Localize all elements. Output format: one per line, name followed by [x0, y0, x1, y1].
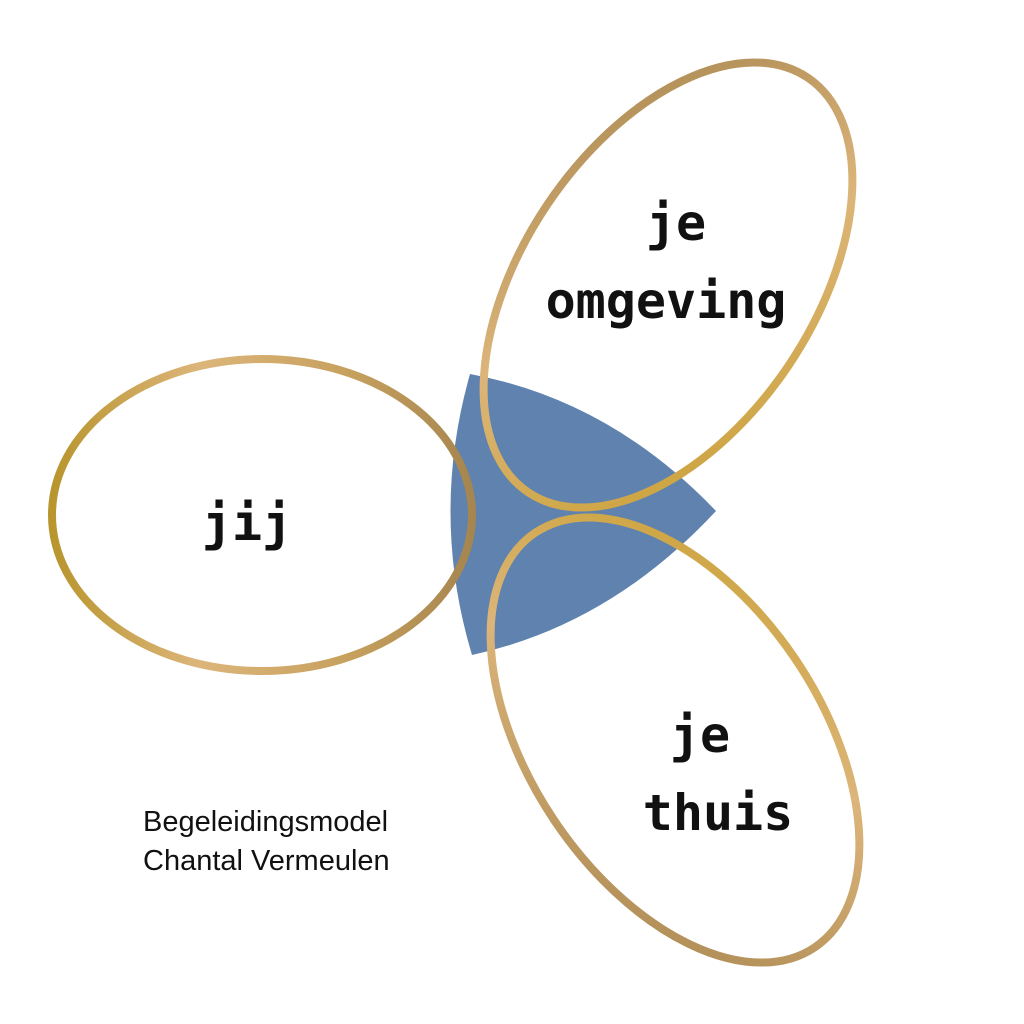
label-environment-line2: omgeving	[546, 272, 787, 330]
label-self: jij	[202, 494, 292, 552]
petal-home	[486, 513, 864, 967]
caption-title: Begeleidingsmodel	[143, 806, 389, 838]
label-environment-line1: je	[646, 194, 706, 252]
label-home-line2: thuis	[643, 784, 794, 842]
caption-author: Chantal Vermeulen	[143, 845, 390, 877]
petal-self	[48, 355, 476, 675]
caption: Begeleidingsmodel Chantal Vermeulen	[143, 803, 390, 881]
petal-environment	[479, 58, 857, 512]
label-home-line1: je	[670, 706, 730, 764]
